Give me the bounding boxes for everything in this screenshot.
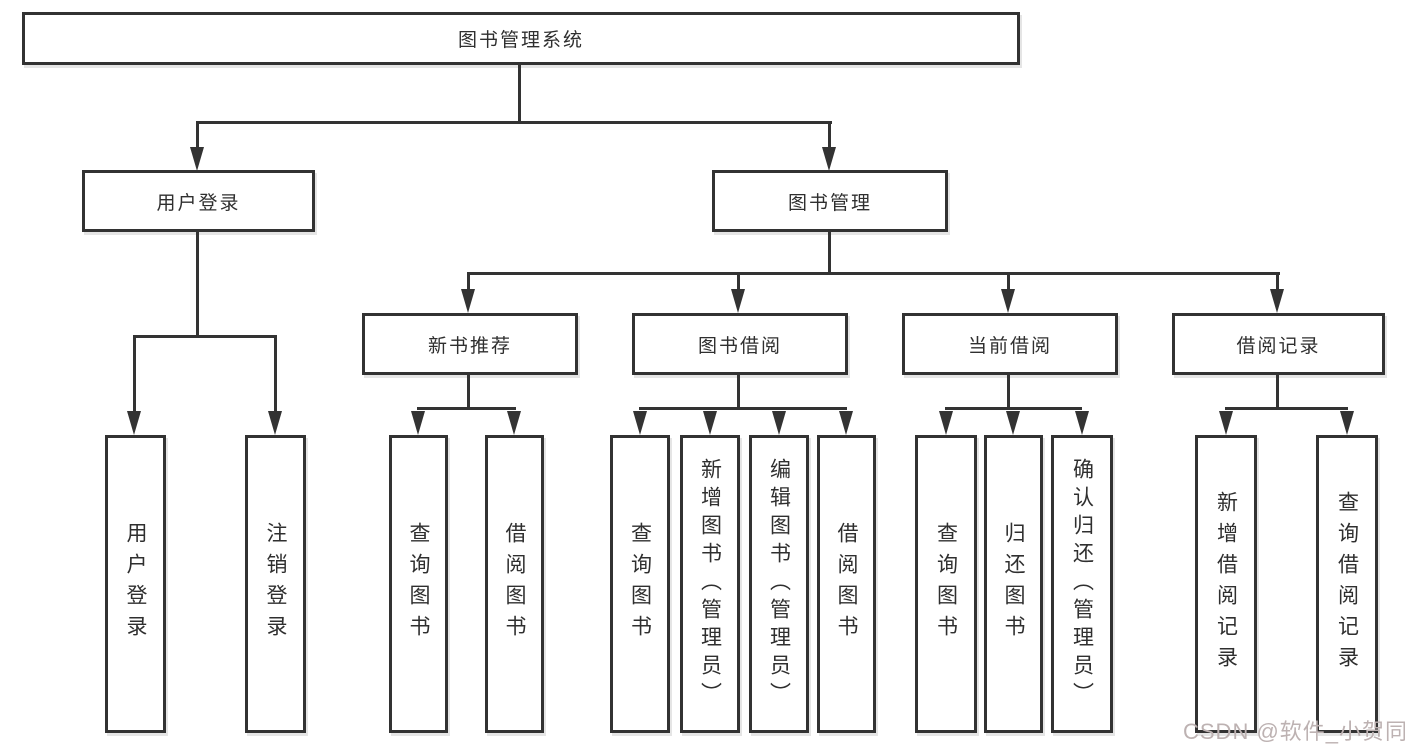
node-label: 新增借阅记录 <box>1214 491 1238 677</box>
arrow-down-icon <box>1001 289 1015 313</box>
leaf-add-book-admin: 新增图书（管理员） <box>680 435 740 733</box>
node-new-book-recommend: 新书推荐 <box>362 313 578 375</box>
leaf-user-login: 用户登录 <box>105 435 166 733</box>
node-borrowing-records: 借阅记录 <box>1172 313 1385 375</box>
leaf-edit-book-admin: 编辑图书（管理员） <box>749 435 809 733</box>
arrow-down-icon <box>190 147 204 171</box>
connector-rail <box>639 407 847 410</box>
node-label: 借阅记录 <box>1236 335 1321 357</box>
connector-rail <box>1225 407 1348 410</box>
connector-drop <box>133 335 136 414</box>
connector-drop <box>1276 272 1279 292</box>
connector-stem <box>1007 374 1010 409</box>
node-user-login: 用户登录 <box>82 170 315 232</box>
node-label: 用户登录 <box>156 192 241 214</box>
node-label: 查询图书 <box>407 522 430 646</box>
arrow-down-icon <box>772 411 786 435</box>
leaf-query-book-borrowing: 查询图书 <box>610 435 670 733</box>
arrow-down-icon <box>1075 411 1089 435</box>
leaf-query-book-recommend: 查询图书 <box>389 435 448 733</box>
arrow-down-icon <box>731 289 745 313</box>
arrow-down-icon <box>1219 411 1233 435</box>
node-label: 查询图书 <box>628 522 652 646</box>
arrow-down-icon <box>822 147 836 171</box>
arrow-down-icon <box>839 411 853 435</box>
connector-book-mgmt-stem <box>828 231 831 274</box>
node-current-borrowing: 当前借阅 <box>902 313 1118 375</box>
arrow-down-icon <box>633 411 647 435</box>
node-book-borrowing: 图书借阅 <box>632 313 848 375</box>
node-book-management: 图书管理 <box>712 170 948 232</box>
arrow-down-icon <box>939 411 953 435</box>
connector-drop <box>274 335 277 414</box>
connector-stem <box>737 374 740 409</box>
node-library-system: 图书管理系统 <box>22 12 1020 65</box>
connector-root-stem <box>518 64 521 123</box>
connector-rail <box>417 407 516 410</box>
node-label: 图书借阅 <box>697 335 782 357</box>
connector-level3-rail <box>468 272 1280 275</box>
connector-drop <box>828 121 831 149</box>
arrow-down-icon <box>411 411 425 435</box>
node-label: 注销登录 <box>264 522 287 646</box>
node-label: 编辑图书（管理员） <box>767 458 791 710</box>
connector-drop <box>467 272 470 292</box>
arrow-down-icon <box>507 411 521 435</box>
leaf-return-book: 归还图书 <box>984 435 1043 733</box>
arrow-down-icon <box>461 289 475 313</box>
node-label: 新增图书（管理员） <box>698 458 722 710</box>
connector-user-login-stem <box>196 231 199 337</box>
node-label: 图书管理系统 <box>457 30 584 51</box>
node-label: 确认归还（管理员） <box>1070 458 1094 710</box>
node-label: 借阅图书 <box>503 522 526 646</box>
connector-user-login-rail <box>133 335 277 338</box>
connector-stem <box>1276 374 1279 409</box>
connector-stem <box>467 374 470 409</box>
arrow-down-icon <box>703 411 717 435</box>
arrow-down-icon <box>127 411 141 435</box>
leaf-add-borrow-record: 新增借阅记录 <box>1195 435 1257 733</box>
node-label: 新书推荐 <box>427 335 512 357</box>
leaf-query-borrow-record: 查询借阅记录 <box>1316 435 1378 733</box>
node-label: 当前借阅 <box>967 335 1052 357</box>
node-label: 归还图书 <box>1002 522 1025 646</box>
connector-drop <box>196 121 199 149</box>
arrow-down-icon <box>1270 289 1284 313</box>
watermark: CSDN @软件_小贺同学 <box>1183 719 1405 744</box>
connector-drop <box>737 272 740 292</box>
leaf-logout: 注销登录 <box>245 435 306 733</box>
leaf-confirm-return-admin: 确认归还（管理员） <box>1051 435 1113 733</box>
leaf-borrow-book-recommend: 借阅图书 <box>485 435 544 733</box>
connector-rail <box>945 407 1082 410</box>
arrow-down-icon <box>1340 411 1354 435</box>
arrow-down-icon <box>268 411 282 435</box>
node-label: 借阅图书 <box>835 522 858 646</box>
node-label: 查询图书 <box>934 522 958 646</box>
connector-level2-rail <box>197 121 832 124</box>
node-label: 图书管理 <box>787 192 872 214</box>
connector-drop <box>1007 272 1010 292</box>
leaf-borrow-book: 借阅图书 <box>817 435 876 733</box>
arrow-down-icon <box>1006 411 1020 435</box>
node-label: 查询借阅记录 <box>1335 491 1359 677</box>
node-label: 用户登录 <box>124 522 147 646</box>
leaf-query-book-current: 查询图书 <box>915 435 977 733</box>
